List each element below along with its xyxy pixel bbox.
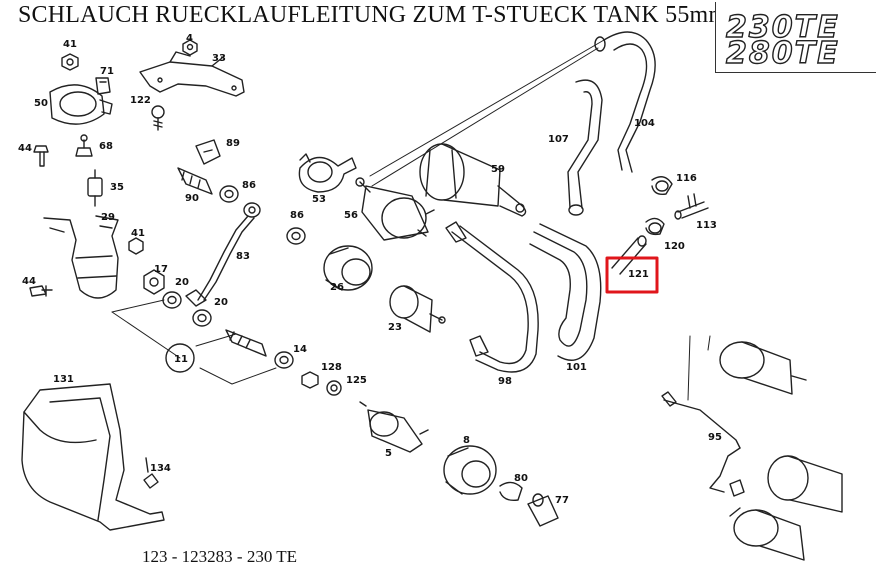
part-clip-116 (651, 176, 673, 196)
label-86a: 86 (242, 180, 256, 191)
label-33: 33 (212, 53, 226, 64)
label-131: 131 (53, 374, 74, 385)
label-8: 8 (463, 435, 470, 446)
model-badge: 230TE 280TE (715, 2, 876, 73)
part-tee-113 (674, 193, 709, 220)
label-80: 80 (514, 473, 528, 484)
part-fuel-line-83 (185, 202, 261, 307)
label-56: 56 (344, 210, 358, 221)
part-pump-95c (729, 507, 805, 561)
label-68: 68 (99, 141, 113, 152)
label-104: 104 (634, 118, 655, 129)
part-starwasher-125 (326, 380, 342, 396)
label-5: 5 (385, 448, 392, 459)
label-120: 120 (664, 241, 685, 252)
part-fitting-banjo (225, 329, 267, 357)
label-128: 128 (321, 362, 342, 373)
part-screw-68 (75, 134, 93, 157)
label-71: 71 (100, 66, 114, 77)
label-23: 23 (388, 322, 402, 333)
part-washer-14 (274, 351, 294, 369)
label-98: 98 (498, 376, 512, 387)
label-41: 41 (63, 39, 77, 50)
part-washer-86a (219, 185, 239, 203)
part-nut-41 (61, 53, 79, 71)
label-35: 35 (110, 182, 124, 193)
part-sleeve-8 (443, 445, 497, 495)
label-77: 77 (555, 495, 569, 506)
part-sleeve-77 (527, 493, 559, 527)
label-44b: 44 (22, 276, 36, 287)
part-nut-41b (128, 237, 144, 255)
part-washer-86b (286, 227, 306, 245)
part-hose-104 (594, 31, 656, 173)
label-83: 83 (236, 251, 250, 262)
label-121: 121 (628, 269, 649, 280)
part-washer-20b (192, 309, 212, 327)
label-122: 122 (130, 95, 151, 106)
label-53: 53 (312, 194, 326, 205)
part-hose-107 (567, 79, 603, 216)
label-134: 134 (150, 463, 171, 474)
label-20a: 20 (175, 277, 189, 288)
label-116: 116 (676, 173, 697, 184)
part-fitting-90 (177, 167, 213, 195)
part-heatshield-131 (21, 383, 165, 531)
label-50: 50 (34, 98, 48, 109)
label-113: 113 (696, 220, 717, 231)
label-20b: 20 (214, 297, 228, 308)
diagram-title: SCHLAUCH RUECKLAUFLEITUNG ZUM T-STUECK T… (18, 2, 812, 28)
label-41b: 41 (131, 228, 145, 239)
label-11: 11 (174, 354, 188, 365)
part-number-labels: 41 4 33 71 122 50 44 68 89 35 90 86 53 5… (18, 33, 722, 506)
label-90: 90 (185, 193, 199, 204)
label-101: 101 (566, 362, 587, 373)
part-sleeve-26 (323, 245, 373, 291)
part-clamp-53 (298, 153, 357, 193)
highlight-box-121 (605, 256, 659, 294)
label-26: 26 (330, 282, 344, 293)
part-clamp-50 (49, 84, 113, 125)
part-filter-23 (389, 285, 446, 333)
part-pipe-95 (661, 391, 745, 497)
part-washer-20a (162, 291, 182, 309)
part-screw-134 (143, 457, 159, 489)
part-bolt-44a (33, 145, 49, 167)
part-bolt-44b (29, 285, 53, 297)
label-89: 89 (226, 138, 240, 149)
label-17: 17 (154, 264, 168, 275)
label-125: 125 (346, 375, 367, 386)
part-nut-17 (143, 269, 165, 295)
part-bracket-33 (139, 51, 245, 97)
label-29: 29 (101, 212, 115, 223)
part-nut-4 (182, 39, 198, 56)
label-4: 4 (186, 33, 193, 44)
part-clip-80 (499, 481, 523, 502)
part-pipe-98 (445, 221, 539, 373)
part-clip-71 (95, 77, 111, 95)
model-badge-line1: 230TE (725, 9, 840, 45)
part-pipe-101 (529, 223, 602, 361)
label-44a: 44 (18, 143, 32, 154)
model-badge-line2: 280TE (725, 35, 840, 71)
part-screw-122 (151, 105, 165, 131)
diagram-footer: 123 - 123283 - 230 TE (142, 547, 298, 566)
label-95: 95 (708, 432, 722, 443)
part-nut-128 (301, 371, 319, 389)
label-107: 107 (548, 134, 569, 145)
group-circle-11 (165, 343, 195, 373)
part-valve-35 (87, 169, 103, 207)
part-fuel-pump-59 (419, 143, 527, 217)
part-filter-95b (767, 455, 843, 513)
part-clip-120 (645, 217, 665, 236)
part-pump-5 (359, 401, 429, 453)
label-86b: 86 (290, 210, 304, 221)
part-filter-95a (719, 341, 807, 395)
label-59: 59 (491, 164, 505, 175)
part-clamp-29 (43, 215, 119, 299)
label-14: 14 (293, 344, 307, 355)
part-accumulator-56 (355, 177, 435, 241)
part-fitting-89 (195, 139, 221, 165)
